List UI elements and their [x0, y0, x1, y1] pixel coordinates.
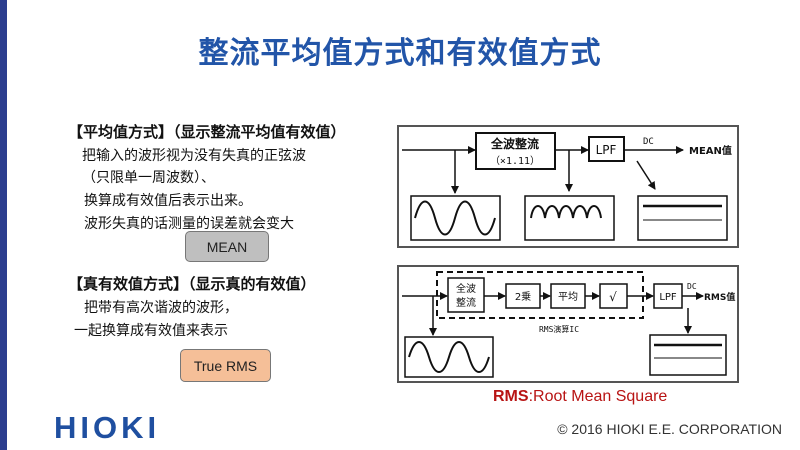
mean-section-heading: 【平均值方式】（显示整流平均值有效值）: [68, 123, 346, 141]
rms-ic-label: RMS演算IC: [539, 324, 579, 334]
rms-lpf-label: LPF: [659, 292, 677, 303]
page-title: 整流平均值方式和有效值方式: [198, 36, 602, 71]
square-label: 2乗: [515, 291, 531, 303]
rms-section-heading: 【真有效值方式】（显示真的有效值）: [68, 275, 316, 293]
rms-block-diagram: RMS演算IC 全波 整流 2乗 平均 √ LPF DC RMS值: [397, 265, 739, 383]
mean-lpf-block: [588, 136, 625, 162]
rms-definition: RMS:Root Mean Square: [493, 388, 667, 406]
rms-line-1: 把带有高次谐波的波形，: [84, 300, 238, 316]
mean-output-label: MEAN值: [689, 144, 732, 157]
mean-line-2: （只限单一周波数）、: [82, 170, 215, 186]
mean-block-diagram: 全波整流 （×1.11） LPF DC MEAN值: [397, 125, 739, 248]
lpf-to-dc-display-arrow: [636, 160, 656, 190]
mean-line-1: 把输入的波形视为没有失真的正弦波: [82, 148, 306, 164]
rms-expansion: :Root Mean Square: [528, 388, 668, 405]
rectifier-factor-label: （×1.11）: [490, 155, 540, 167]
rms-rectifier-block: [447, 277, 485, 313]
sine-waveform: [414, 200, 496, 236]
true-rms-badge: True RMS: [180, 349, 271, 382]
hioki-logo: HIOKI: [54, 410, 161, 445]
rms-abbreviation: RMS: [493, 388, 529, 405]
mean-dc-label: DC: [643, 137, 654, 147]
mean-line-4: 波形失真的话测量的误差就会变大: [84, 216, 294, 232]
rectifier-label: 全波整流: [490, 136, 539, 151]
rms-rectifier-top-label: 全波: [456, 282, 476, 295]
mean-lpf-label: LPF: [596, 143, 617, 157]
rms-dc-output-panel: [649, 334, 727, 376]
average-label: 平均: [558, 291, 578, 303]
square-block: [505, 283, 541, 309]
rms-line-2: 一起换算成有效值来表示: [74, 323, 228, 339]
rms-rectifier-bottom-label: 整流: [456, 296, 476, 309]
accent-bar: [0, 0, 7, 450]
rms-lpf-block: [653, 283, 683, 309]
rms-dc-label: DC: [687, 282, 697, 291]
average-block: [550, 283, 586, 309]
copyright-notice: © 2016 HIOKI E.E. CORPORATION: [557, 421, 782, 437]
mean-line-3: 换算成有效值后表示出来。: [84, 193, 252, 209]
sqrt-label: √: [609, 290, 617, 304]
rectified-waveform: [530, 205, 602, 219]
rms-sine-waveform: [408, 341, 490, 373]
sqrt-block: [599, 283, 628, 309]
full-wave-rectifier-block: [475, 132, 556, 170]
dc-output-panel: [637, 195, 728, 241]
mean-badge: MEAN: [185, 231, 269, 262]
rectified-wave-panel: [524, 195, 615, 241]
rms-output-label: RMS值: [704, 291, 735, 303]
rms-ic-outline: [436, 271, 644, 319]
